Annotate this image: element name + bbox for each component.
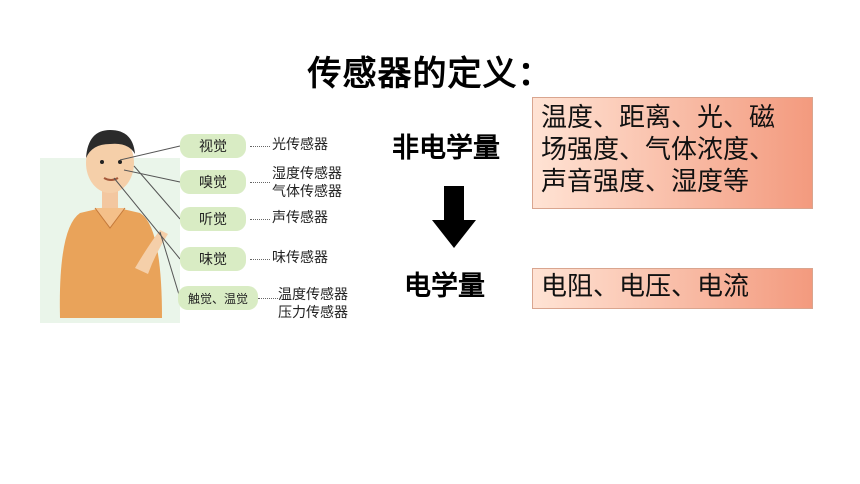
example-line: 声音强度、湿度等	[541, 167, 750, 197]
person-figure	[40, 130, 181, 323]
down-arrow-icon	[432, 186, 476, 248]
electrical-quantity-label: 电学量	[404, 271, 485, 302]
sensor-light: 光传感器	[272, 137, 328, 153]
sensor-taste: 味传感器	[272, 250, 328, 266]
example-line: 场强度、气体浓度、	[541, 135, 776, 165]
sensor-temperature: 温度传感器	[278, 287, 348, 303]
sense-smell: 嗅觉	[180, 170, 246, 194]
non-electrical-examples-box: 温度、距离、光、磁 场强度、气体浓度、 声音强度、湿度等	[532, 97, 813, 209]
sense-touch-temperature: 触觉、温觉	[178, 286, 258, 310]
page-title: 传感器的定义：	[307, 54, 553, 94]
sense-hearing: 听觉	[180, 207, 246, 231]
sensor-pressure: 压力传感器	[278, 305, 348, 321]
example-line: 温度、距离、光、磁	[541, 103, 776, 133]
senses-illustration: 视觉 光传感器 嗅觉 湿度传感器 气体传感器 听觉 声传感器 味觉 味传感器 触…	[40, 118, 370, 323]
sensor-humidity: 湿度传感器	[272, 166, 342, 182]
sensor-sound: 声传感器	[272, 210, 328, 226]
sensor-gas: 气体传感器	[272, 184, 342, 200]
sense-sight: 视觉	[180, 134, 246, 158]
non-electrical-quantity-label: 非电学量	[392, 133, 500, 164]
sense-taste: 味觉	[180, 247, 246, 271]
electrical-examples-box: 电阻、电压、电流	[532, 268, 813, 309]
